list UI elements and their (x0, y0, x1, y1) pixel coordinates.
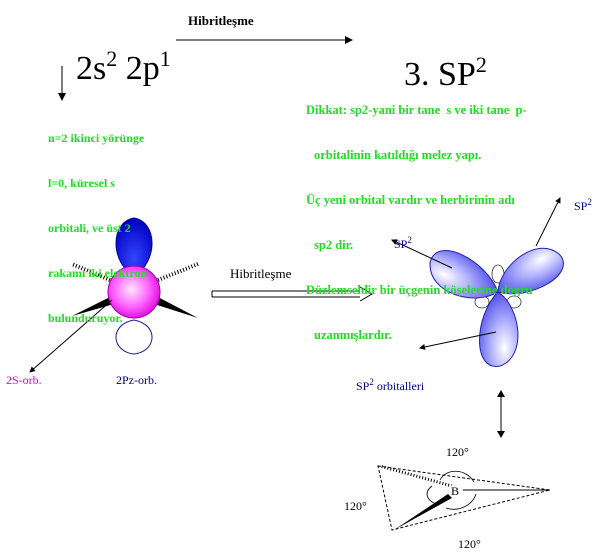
sp2-left-label: SP2 (394, 235, 412, 251)
angle-arc-bottom (445, 493, 477, 510)
boron-atom-label: B (451, 484, 460, 498)
note-right-line: Düzlemseldir bir üçgenin köşelerine dogr… (306, 283, 533, 297)
angle-arc-left (426, 485, 437, 505)
note-left-line: l=0, küresel s (48, 176, 115, 190)
s-orbital-sphere (107, 265, 161, 319)
angle-arc-top (439, 470, 475, 483)
electron-configuration: 2s2 2p1 (76, 46, 171, 87)
note-right-line: orbitalinin katıldığı melez yapı. (314, 148, 482, 162)
note-left-line: bulunduruyor. (48, 311, 123, 325)
sp2-orbital-trefoil (391, 197, 564, 367)
hashed-bond-left (71, 262, 111, 282)
middle-arrow-label: Hibritleşme (230, 266, 292, 281)
note-right-line: Dikkat: sp2-yani bir tane s ve iki tane … (306, 103, 527, 117)
sp2-top-right-label: SP2 (574, 197, 592, 213)
wedge-bond-left (72, 296, 114, 316)
note-left: n=2 ikinci yörünge l=0, küresel s orbita… (48, 101, 147, 356)
note-right: Dikkat: sp2-yani bir tane s ve iki tane … (306, 73, 533, 373)
vertical-double-arrow (497, 390, 505, 438)
note-left-line: n=2 ikinci yörünge (48, 131, 145, 145)
geometry-triangle (377, 465, 551, 531)
note-left-line: rakamı iki elektron (48, 266, 148, 280)
angle-label-bottom: 120° (458, 537, 481, 551)
sp2-lobe-right (497, 247, 564, 295)
wedge-bond-right (154, 296, 198, 318)
sp2-bottom-pointer (419, 331, 497, 350)
trigonal-planar-geometry (377, 464, 551, 531)
top-arrow-label: Hibritleşme (188, 13, 254, 28)
boron-atom-ring (449, 484, 463, 498)
pz-lower-lobe (115, 319, 153, 355)
sp2-orbitals-label: SP2 orbitalleri (356, 377, 425, 393)
pz-upper-lobe (115, 217, 153, 277)
s-orb-pointer (29, 299, 113, 373)
sp2-left-pointer (391, 239, 453, 269)
s-orbital-label: 2S-orb. (6, 373, 42, 387)
sp2-lobe-left (429, 250, 499, 299)
s-pz-orbital-group (29, 217, 199, 373)
sp2-lobe-bottom (479, 291, 519, 367)
note-right-line: uzanmışlardır. (314, 328, 392, 342)
note-left-line: orbitali, ve üst 2 (48, 221, 131, 235)
bond-down-left-wedge (394, 494, 452, 530)
note-right-line: sp2 dir. (314, 238, 354, 252)
sp2-heading: 3. SP2 (404, 52, 487, 93)
sp2-top-right-pointer (535, 197, 561, 247)
angle-label-top: 120° (446, 445, 469, 459)
bond-up-left-hashed (379, 464, 453, 488)
pz-orbital-label: 2Pz-orb. (116, 373, 157, 387)
middle-hybridization-arrow (211, 286, 373, 302)
note-right-line: Üç yeni orbital vardır ve herbirinin adı (306, 193, 515, 207)
angle-label-left: 120° (344, 499, 367, 513)
hashed-bond-right (157, 262, 199, 282)
